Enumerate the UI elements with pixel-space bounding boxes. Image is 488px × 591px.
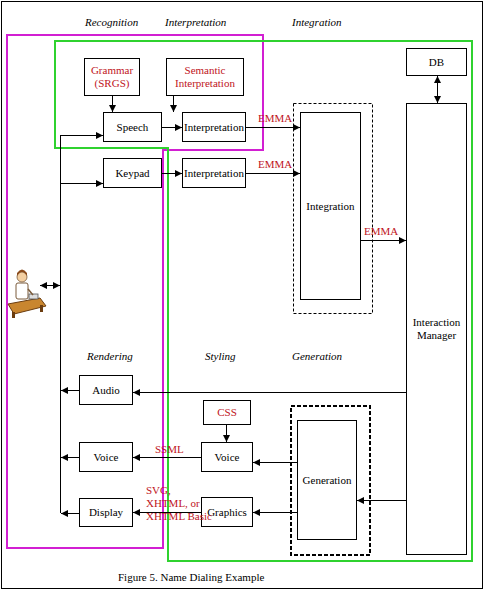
column-heading: Recognition — [85, 16, 138, 29]
box-label: Integration — [306, 200, 354, 213]
outer-border — [2, 2, 483, 589]
bus-arrow — [61, 135, 104, 136]
process-box: Keypad — [103, 158, 162, 188]
process-box: Audio — [79, 375, 133, 405]
flow-arrow — [246, 127, 300, 128]
flow-arrow — [173, 96, 174, 112]
process-box: Speech — [103, 112, 162, 142]
box-label: Interpretation — [184, 167, 244, 180]
box-label: DB — [429, 56, 444, 69]
desk-leg — [12, 312, 15, 318]
flow-arrow — [133, 392, 406, 393]
flow-arrow — [361, 240, 406, 241]
user-hair — [17, 270, 27, 277]
box-label: CSS — [217, 406, 237, 419]
user-arrow — [40, 285, 60, 286]
flow-arrow — [253, 462, 297, 463]
box-label: Audio — [92, 384, 120, 397]
edge-label: SVG, XHTML, or XHTML Basic — [146, 484, 214, 523]
box-label: Display — [89, 506, 123, 519]
process-box: Integration — [300, 112, 361, 300]
box-label: Interaction Manager — [407, 316, 466, 342]
column-heading: Rendering — [87, 350, 133, 363]
process-box: DB — [406, 48, 467, 76]
flow-arrow — [226, 425, 227, 442]
flow-arrow — [437, 76, 438, 103]
bus-arrow — [61, 457, 79, 458]
flow-arrow — [133, 457, 201, 458]
desk — [8, 298, 46, 314]
column-heading: Interpretation — [165, 16, 226, 29]
column-heading: Styling — [205, 350, 236, 363]
box-label: Graphics — [207, 506, 247, 519]
process-box: Semantic Interpretation — [166, 58, 244, 96]
column-heading: Generation — [292, 350, 342, 363]
bus-arrow — [61, 183, 104, 184]
process-box: Generation — [297, 420, 357, 540]
bus-arrow — [61, 513, 79, 514]
process-box: Voice — [79, 442, 133, 472]
box-label: Grammar (SRGS) — [85, 64, 139, 90]
box-label: Speech — [117, 121, 149, 134]
user-illustration — [8, 270, 46, 319]
user-body — [16, 283, 28, 299]
box-label: Voice — [94, 451, 119, 464]
flow-arrow — [357, 500, 406, 501]
edge-label: EMMA — [258, 158, 292, 171]
box-label: Keypad — [115, 167, 149, 180]
green-region — [55, 41, 472, 561]
process-box: Voice — [201, 442, 253, 472]
box-label: Interpretation — [184, 121, 244, 134]
flow-arrow — [112, 96, 113, 112]
flow-arrow — [162, 173, 182, 174]
keyboard — [29, 294, 38, 299]
box-label: Voice — [215, 451, 240, 464]
edge-label: EMMA — [258, 112, 292, 125]
process-box: Display — [79, 498, 133, 527]
integration-group — [294, 104, 373, 314]
edge-label: SSML — [155, 443, 184, 456]
flow-arrow — [253, 512, 297, 513]
box-label: Semantic Interpretation — [167, 64, 243, 90]
process-box: Interpretation — [182, 158, 246, 188]
process-box: Interpretation — [182, 112, 246, 142]
magenta-region — [7, 35, 263, 548]
desk-leg — [40, 305, 43, 312]
column-heading: Integration — [292, 16, 342, 29]
bus-wire — [60, 135, 61, 513]
edge-label: EMMA — [364, 225, 398, 238]
flow-arrow — [162, 127, 182, 128]
bus-arrow — [61, 390, 79, 391]
process-box: Interaction Manager — [406, 103, 467, 555]
generation-group — [291, 406, 370, 555]
process-box: Grammar (SRGS) — [84, 58, 140, 96]
flow-arrow — [246, 173, 300, 174]
box-label: Generation — [303, 474, 352, 487]
process-box: CSS — [203, 400, 251, 425]
user-arm — [28, 289, 33, 295]
figure-caption: Figure 5. Name Dialing Example — [118, 571, 264, 584]
